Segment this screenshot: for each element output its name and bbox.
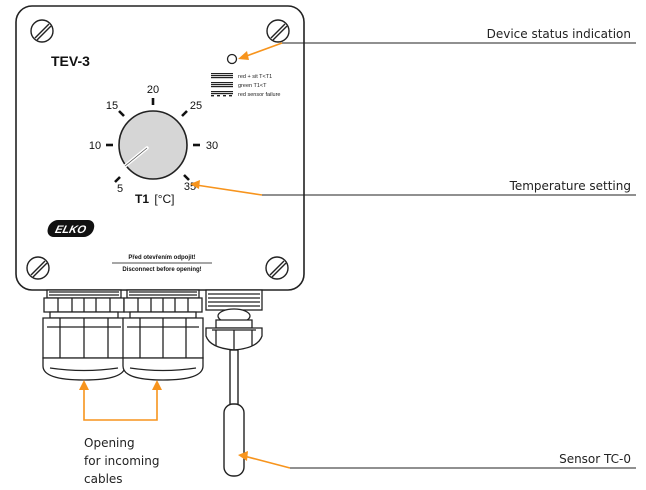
screw-icon: [30, 19, 54, 43]
sensor-probe: [223, 349, 245, 477]
warning-cz: Před otevřením odpojit!: [128, 255, 195, 261]
callout-status-label: Device status indication: [487, 27, 631, 41]
dial-unit: T1 [°C]: [135, 192, 175, 206]
scale-label: 15: [106, 100, 118, 112]
scale-label: 10: [89, 140, 101, 152]
brand-name: ELKO: [54, 224, 88, 236]
corner-screws: [26, 19, 290, 280]
legend-solid-icon: [211, 73, 233, 79]
scale-label: 5: [117, 183, 123, 195]
callout-sensor-label: Sensor TC-0: [559, 452, 631, 466]
opening-line-1: Opening: [84, 436, 135, 450]
screw-icon: [265, 256, 289, 280]
cable-gland-left: [42, 289, 126, 381]
legend-item-1: red + sit T<T1: [238, 74, 272, 80]
sensor-gland: [205, 289, 263, 351]
dial-unit-main: T1: [135, 192, 149, 206]
callout-opening-label: Opening for incoming cables: [84, 436, 163, 486]
dial-scale: 5 10 15 20 25 30 35: [89, 84, 218, 195]
dial-ticks: [106, 98, 200, 183]
legend-item-3: red sensor failure: [238, 92, 281, 98]
model-name: TEV-3: [51, 53, 90, 69]
led-legend: red + sit T<T1 green T1<T red sensor fai…: [211, 73, 281, 98]
legend-solid-icon: [211, 82, 233, 88]
screw-icon: [26, 256, 50, 280]
dial-knob[interactable]: [118, 110, 188, 180]
scale-label: 25: [190, 100, 202, 112]
opening-line-3: cables: [84, 472, 123, 486]
warning-en: Disconnect before opening!: [122, 267, 201, 273]
callout-sensor: Sensor TC-0: [238, 451, 636, 469]
legend-dashed-icon: [211, 91, 233, 97]
callout-status: Device status indication: [238, 27, 636, 60]
status-led-icon: [226, 53, 238, 65]
legend-item-2: green T1<T: [238, 83, 267, 89]
callout-temperature-label: Temperature setting: [509, 179, 631, 193]
callout-opening: Opening for incoming cables: [79, 380, 163, 486]
cable-gland-middle: [122, 289, 204, 381]
elko-logo: ELKO: [47, 220, 95, 237]
scale-label: 20: [147, 84, 159, 96]
dial-unit-suffix: [°C]: [154, 192, 174, 206]
opening-line-2: for incoming: [84, 454, 159, 468]
warning-label: Před otevřením odpojit! Disconnect befor…: [112, 255, 212, 273]
temperature-dial[interactable]: [118, 110, 188, 180]
callout-temperature: Temperature setting: [190, 179, 636, 196]
screw-icon: [266, 19, 290, 43]
scale-label: 30: [206, 140, 218, 152]
